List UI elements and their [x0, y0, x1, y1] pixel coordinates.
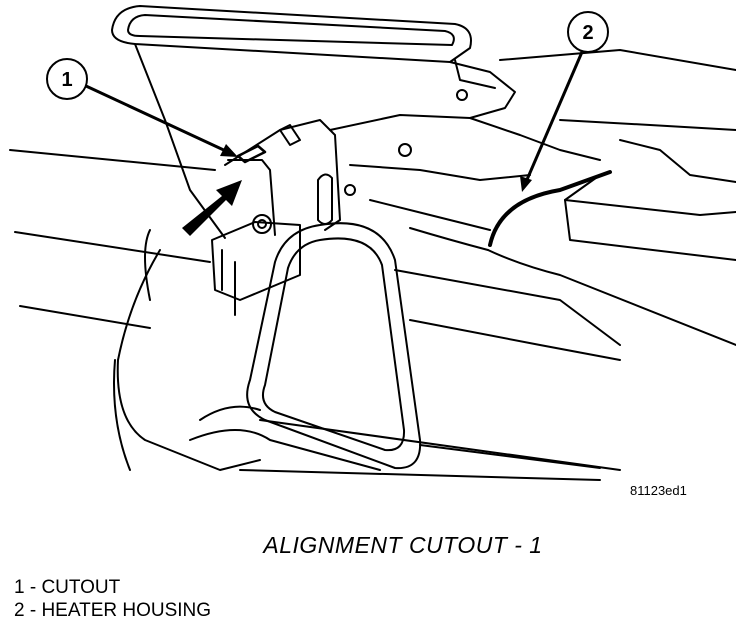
fastener	[344, 184, 356, 196]
lower-panel	[239, 469, 601, 481]
housing-box	[564, 199, 736, 261]
legend-item: 1 - CUTOUT	[14, 577, 121, 598]
bracket	[224, 119, 341, 231]
housing-edge	[369, 199, 491, 231]
heater-housing-edge	[409, 227, 489, 251]
direction-arrow	[182, 180, 242, 236]
trim-line	[14, 231, 211, 263]
lower-panel	[144, 229, 151, 301]
console-body	[113, 359, 131, 471]
duct-body	[454, 59, 496, 89]
trim-line	[19, 305, 151, 329]
callout-1-leader	[85, 84, 229, 154]
lower-panel	[409, 319, 621, 361]
callout-2-leader	[524, 51, 584, 183]
heater-housing-edge	[488, 170, 612, 247]
fastener	[398, 143, 412, 157]
callout-1-number: 1	[61, 69, 72, 91]
housing-box	[564, 199, 736, 216]
housing-edge	[349, 164, 531, 181]
lower-bracket	[211, 221, 301, 301]
screw	[252, 214, 272, 234]
callout-2-number: 2	[582, 22, 593, 44]
line-drawing: 1 2 81123ed1	[9, 5, 736, 498]
callout-1-arrowhead	[220, 144, 238, 157]
legend-item: 2 - HEATER HOUSING	[14, 600, 212, 621]
screw	[257, 219, 267, 229]
figure-code: 81123ed1	[630, 483, 687, 498]
housing-top	[619, 139, 736, 183]
callout-2-circle	[567, 11, 609, 53]
heater-housing-edge	[487, 249, 736, 346]
console-body	[199, 405, 261, 421]
duct-outlet-inner	[127, 14, 455, 46]
floor-duct-inner	[262, 237, 406, 452]
console-body	[189, 429, 381, 471]
figure-caption: ALIGNMENT CUTOUT - 1	[263, 532, 543, 558]
housing-edge	[329, 114, 601, 161]
lower-panel	[394, 269, 621, 346]
fastener	[456, 89, 468, 101]
trim-line	[9, 149, 216, 171]
console-body	[116, 249, 261, 471]
housing-top	[499, 49, 736, 71]
callout-2-arrowhead	[520, 176, 532, 192]
floor-line	[259, 419, 621, 471]
bracket-slot	[317, 173, 333, 225]
duct-outlet-outer	[111, 5, 472, 63]
callout-1-circle	[46, 58, 88, 100]
bracket	[279, 124, 301, 146]
bracket	[227, 159, 276, 236]
housing-top	[559, 119, 736, 131]
duct-body	[449, 61, 516, 119]
floor-line	[419, 444, 601, 469]
floor-duct-outer	[246, 222, 422, 470]
bracket-cutout	[236, 144, 267, 164]
legend: 1 - CUTOUT 2 - HEATER HOUSING	[14, 576, 211, 622]
